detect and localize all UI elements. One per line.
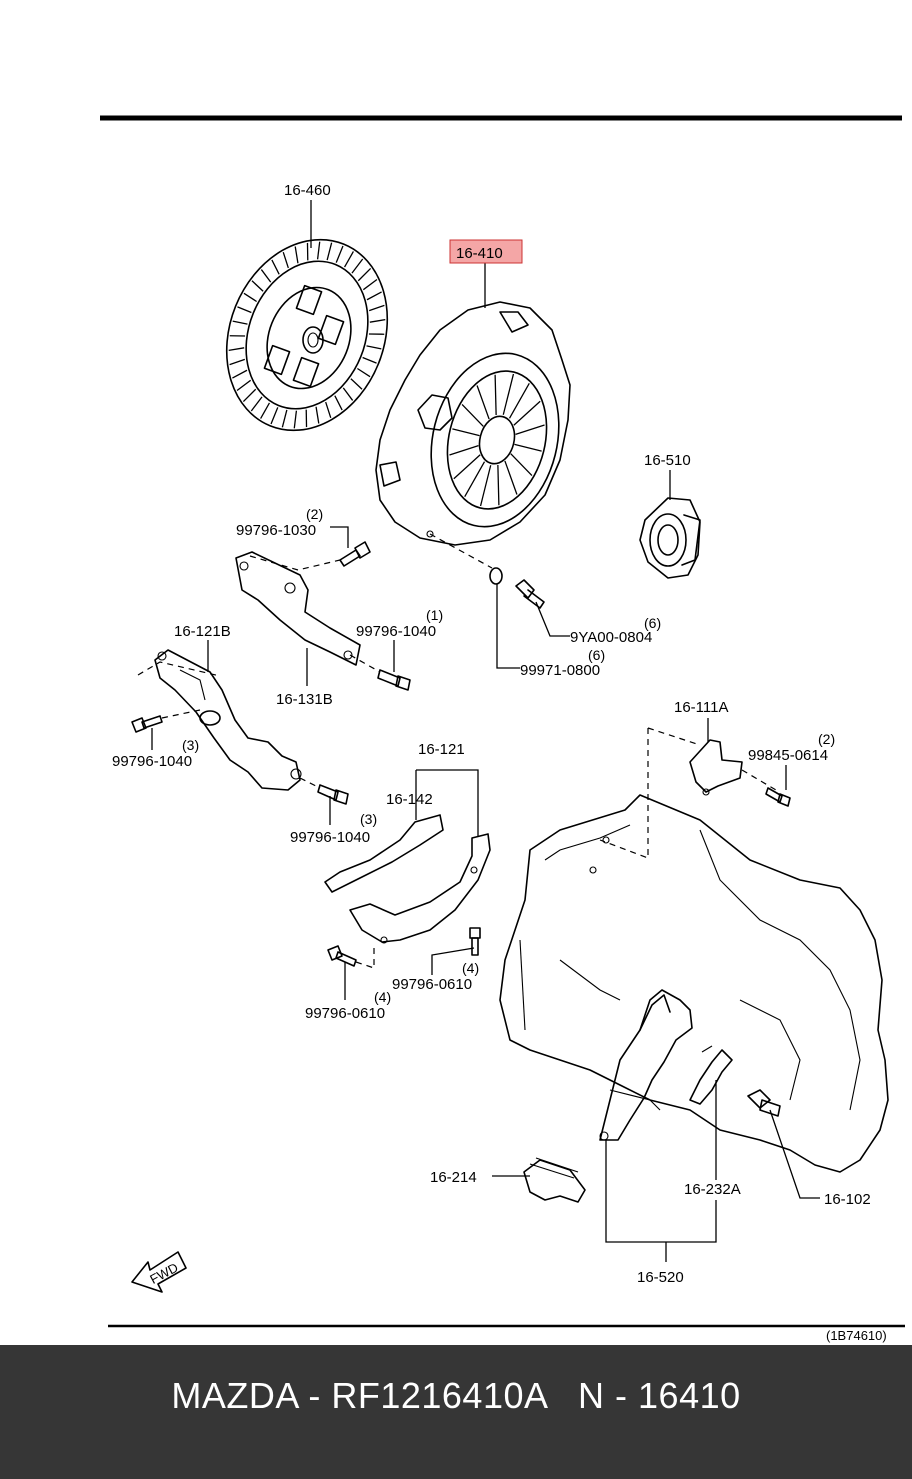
release-fork-16-520[interactable] <box>599 989 693 1141</box>
footer-ref: N - 16410 <box>578 1375 741 1416</box>
footer-part-number: RF1216410A <box>331 1375 547 1416</box>
dust-cover-16-142[interactable] <box>324 814 444 893</box>
footer-brand: MAZDA <box>171 1375 298 1416</box>
label-16-102[interactable]: 16-102 <box>824 1191 871 1208</box>
label-16-232A[interactable]: 16-232A <box>684 1181 741 1198</box>
bolt-9YA00-0804[interactable] <box>515 579 545 609</box>
clutch-disc-16-460[interactable] <box>199 215 415 454</box>
label-16-111A[interactable]: 16-111A <box>674 699 729 716</box>
label-16-460[interactable]: 16-460 <box>284 182 331 199</box>
bolt-99845-0614[interactable] <box>765 787 791 807</box>
highlight-16-410 <box>449 239 523 264</box>
qty-99796-1030: (2) <box>306 506 323 522</box>
bracket-16-111A[interactable] <box>689 739 743 796</box>
qty-9YA00-0804: (6) <box>644 615 661 631</box>
qty-99796-1040-left: (3) <box>182 737 199 753</box>
bolt-99796-0610-right[interactable] <box>469 927 481 956</box>
label-99971-0800[interactable]: 99971-0800 <box>520 662 600 679</box>
bracket-16-121B[interactable] <box>154 649 302 791</box>
qty-99796-0610-left: (4) <box>374 989 391 1005</box>
leader-lines <box>151 200 820 1262</box>
transmission-housing <box>499 794 889 1173</box>
label-16-510[interactable]: 16-510 <box>644 452 691 469</box>
label-99845-0614[interactable]: 99845-0614 <box>748 747 828 764</box>
qty-99845-0614: (2) <box>818 731 835 747</box>
qty-99796-1040-lower: (3) <box>360 811 377 827</box>
bolt-99796-1040-left[interactable] <box>131 715 163 733</box>
label-16-131B[interactable]: 16-131B <box>276 691 333 708</box>
bolt-99796-1040-upper[interactable] <box>377 669 411 691</box>
bolt-99796-1040-lower[interactable] <box>317 784 349 805</box>
label-99796-1030[interactable]: 99796-1030 <box>236 522 316 539</box>
fwd-arrow-icon: FWD <box>131 1251 187 1293</box>
label-99796-0610-left[interactable]: 99796-0610 <box>305 1005 385 1022</box>
label-16-214[interactable]: 16-214 <box>430 1169 477 1186</box>
bolt-99796-1030[interactable] <box>339 541 371 567</box>
label-16-142[interactable]: 16-142 <box>386 791 433 808</box>
label-16-410[interactable]: 16-410 <box>456 245 503 262</box>
bracket-16-131B[interactable] <box>235 551 361 666</box>
pivot-bolt-16-102[interactable] <box>747 1089 781 1117</box>
qty-99971-0800: (6) <box>588 647 605 663</box>
qty-99796-0610-right: (4) <box>462 960 479 976</box>
label-16-520[interactable]: 16-520 <box>637 1269 684 1286</box>
bolt-99796-0610-left[interactable] <box>327 945 357 967</box>
footer-bar: MAZDA - RF1216410A N - 16410 <box>0 1345 912 1479</box>
dust-cover-16-121[interactable] <box>349 833 491 944</box>
boot-16-214[interactable] <box>523 1157 586 1203</box>
label-9YA00-0804[interactable]: 9YA00-0804 <box>570 629 652 646</box>
fwd-label: FWD <box>147 1260 180 1287</box>
label-99796-1040-upper[interactable]: 99796-1040 <box>356 623 436 640</box>
clutch-cover-16-410[interactable] <box>375 301 576 546</box>
label-99796-0610-right[interactable]: 99796-0610 <box>392 976 472 993</box>
footer-caption: MAZDA - RF1216410A N - 16410 <box>171 1375 741 1416</box>
washer-99971-0800[interactable] <box>489 567 503 585</box>
label-16-121[interactable]: 16-121 <box>418 741 465 758</box>
release-bearing-16-510[interactable] <box>639 497 701 579</box>
label-99796-1040-left[interactable]: 99796-1040 <box>112 753 192 770</box>
label-16-121B[interactable]: 16-121B <box>174 623 231 640</box>
qty-99796-1040-upper: (1) <box>426 607 443 623</box>
label-99796-1040-lower[interactable]: 99796-1040 <box>290 829 370 846</box>
exploded-parts-diagram: FWD 16-460 16-410 16-510 (2) 99796-1030 … <box>100 115 905 1343</box>
clip-16-232A[interactable] <box>689 1045 733 1105</box>
figure-reference: (1B74610) <box>826 1328 887 1343</box>
